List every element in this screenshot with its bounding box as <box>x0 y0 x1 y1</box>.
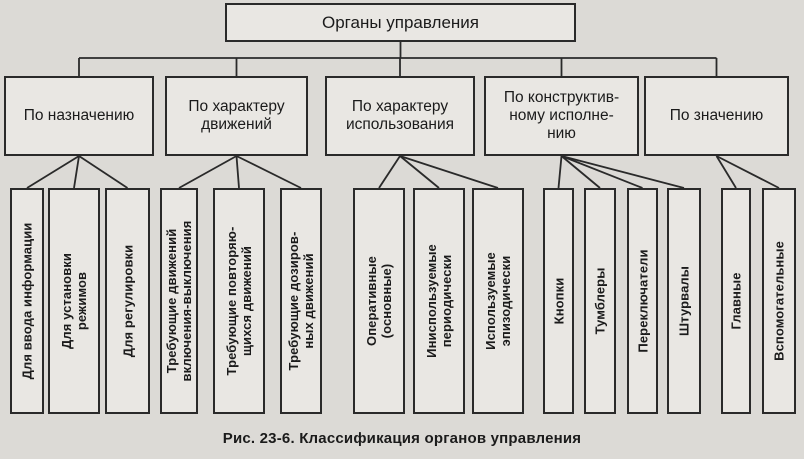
leaf-label: Для ввода информации <box>19 222 35 380</box>
leaf-link-line <box>561 155 643 189</box>
leaf-link-line <box>73 155 80 189</box>
leaf-label: Тумблеры <box>592 267 608 335</box>
leaf-label: Для регулировки <box>120 244 135 358</box>
leaf-label: Используемые эпизодически <box>483 252 513 350</box>
leaf-link-line <box>715 155 737 189</box>
leaf-link-line <box>557 155 563 189</box>
category-importance: По значению <box>644 76 789 156</box>
leaf-wheels: Штурвалы <box>667 188 701 414</box>
leaf-link-line <box>560 155 601 189</box>
figure-caption: Рис. 23-6. Классификация органов управле… <box>222 430 582 447</box>
leaf-label: Переключатели <box>635 249 650 353</box>
leaf-link-line <box>716 155 780 189</box>
leaf-episodic: Используемые эпизодически <box>472 188 524 414</box>
leaf-link-line <box>236 155 302 189</box>
leaf-link-line <box>78 155 128 189</box>
leaf-link-line <box>378 155 401 189</box>
leaf-label: Требующие движений включения-выключения <box>164 220 194 382</box>
leaf-operational: Оперативные (основные) <box>353 188 405 414</box>
leaf-label: Вспомогательные <box>771 241 787 361</box>
leaf-label: Оперативные (основные) <box>364 256 394 346</box>
leaf-periodic: Иниспользуемые периодически <box>413 188 465 414</box>
leaf-data-input: Для ввода информации <box>10 188 44 414</box>
leaf-adjustment: Для регулировки <box>105 188 150 414</box>
leaf-label: Для установки режимов <box>59 252 89 350</box>
leaf-label: Штурвалы <box>676 266 692 336</box>
leaf-label: Кнопки <box>551 277 566 325</box>
leaf-toggles: Тумблеры <box>584 188 616 414</box>
category-usage: По характеру использования <box>325 76 475 156</box>
leaf-label: Главные <box>728 272 744 330</box>
leaf-link-line <box>399 155 440 189</box>
leaf-dosed-motion: Требующие дозиров- ных движений <box>280 188 322 414</box>
leaf-mode-setting: Для установки режимов <box>48 188 100 414</box>
category-purpose: По назначению <box>4 76 154 156</box>
leaf-repeated-motion: Требующие повторяю- щихся движений <box>213 188 265 414</box>
leaf-link-line <box>26 155 80 189</box>
leaf-on-off-motion: Требующие движений включения-выключения <box>160 188 198 414</box>
leaf-label: Требующие повторяю- щихся движений <box>224 226 254 376</box>
leaf-link-line <box>399 155 499 189</box>
leaf-switches: Переключатели <box>627 188 658 414</box>
leaf-label: Требующие дозиров- ных движений <box>286 231 316 371</box>
leaf-label: Иниспользуемые периодически <box>424 244 454 358</box>
leaf-buttons: Кнопки <box>543 188 574 414</box>
category-motion: По характеру движений <box>165 76 308 156</box>
leaf-auxiliary: Вспомогательные <box>762 188 796 414</box>
leaf-main: Главные <box>721 188 751 414</box>
root-node: Органы управления <box>225 3 576 42</box>
leaf-link-line <box>561 155 685 189</box>
category-design: По конструктив- ному исполне- нию <box>484 76 639 156</box>
leaf-link-line <box>235 155 240 189</box>
leaf-link-line <box>178 155 237 189</box>
